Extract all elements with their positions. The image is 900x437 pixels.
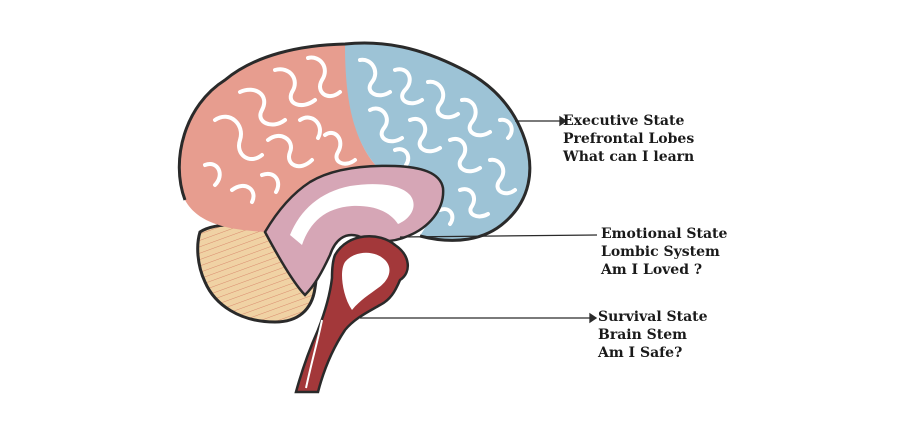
executive-state-label: Executive State Prefrontal Lobes What ca… [563,112,694,166]
arrowhead-executive [559,115,568,127]
corpus-callosum [290,184,414,245]
parietal-lobe [179,44,380,232]
brain-stem-spine [305,319,323,389]
survival-line-3: Am I Safe? [598,345,683,361]
emotional-line-2: Lombic System [601,244,720,260]
emotional-line-1: Emotional State [601,226,728,242]
brain-stem-inner [342,252,390,310]
emotional-state-label: Emotional State Lombic System Am I Loved… [601,225,727,279]
arrowhead-survival [589,312,598,324]
pointer-emotional [399,234,598,238]
survival-state-label: Survival State Brain Stem Am I Safe? [598,308,708,362]
executive-line-1: Executive State [563,113,685,129]
cerebrum-outline [177,41,532,242]
survival-line-1: Survival State [598,309,708,325]
pointer-lines [360,115,598,324]
emotional-line-3: Am I Loved ? [601,262,703,278]
executive-line-2: Prefrontal Lobes [563,131,695,147]
executive-line-3: What can I learn [563,149,695,165]
brain-sulci [203,55,517,226]
survival-line-2: Brain Stem [598,327,687,343]
